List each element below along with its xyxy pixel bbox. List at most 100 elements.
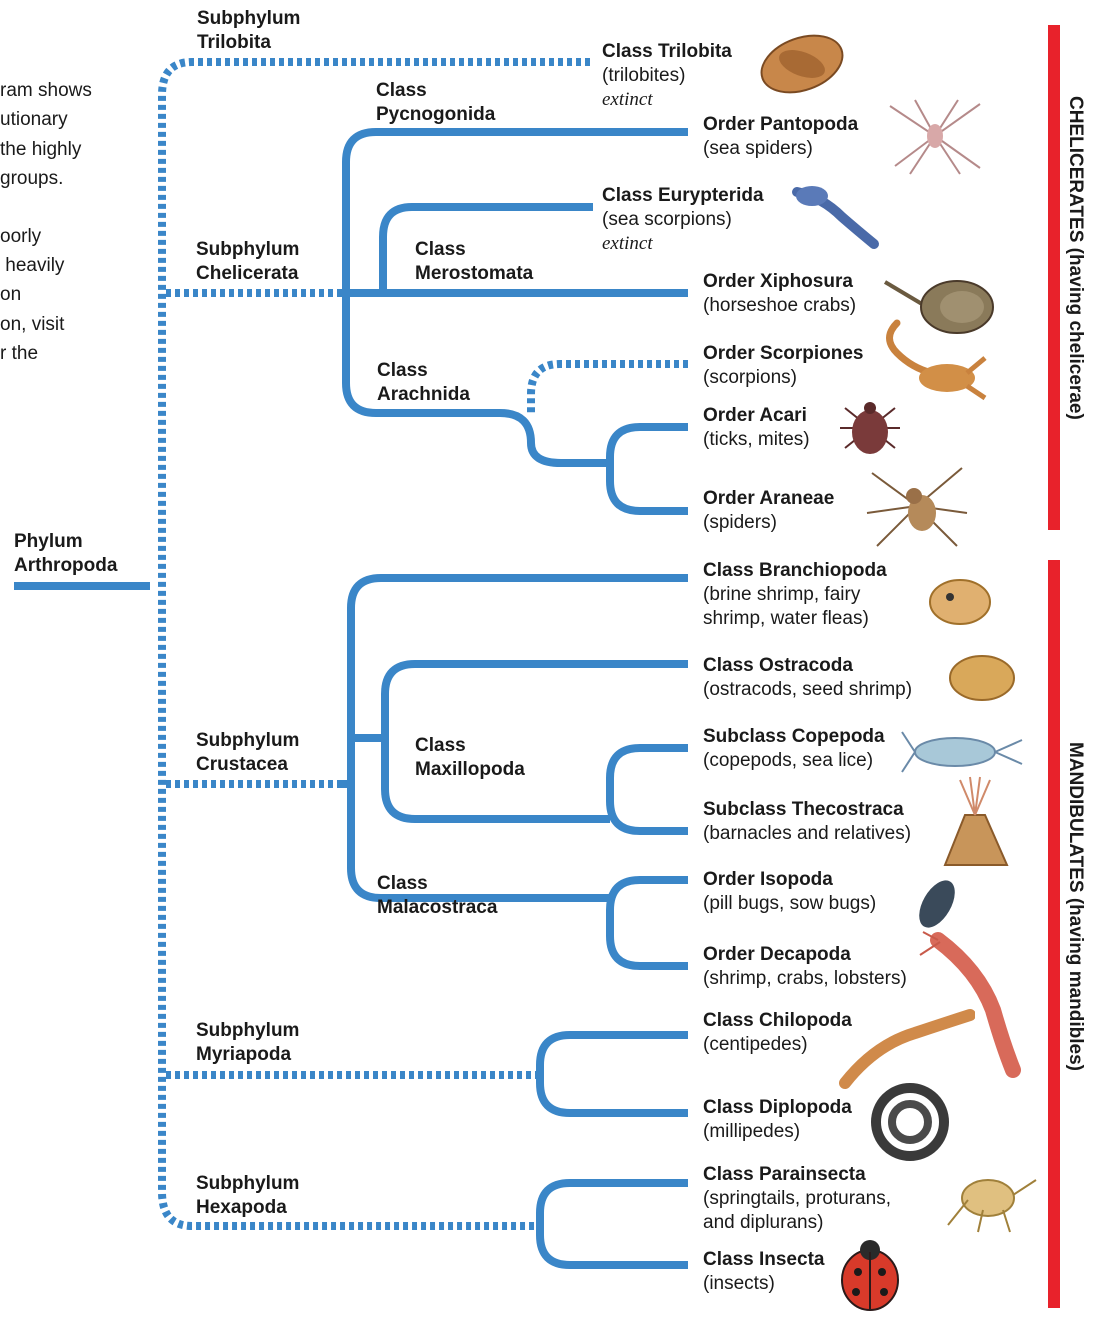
leaf-ostracoda: Class Ostracoda (ostracods, seed shrimp) [703,654,912,702]
leaf-thecostraca: Subclass Thecostraca (barnacles and rela… [703,798,911,846]
myriapoda-bracket [540,1035,688,1113]
leaf-common-name: (brine shrimp, fairy [703,583,887,607]
intro-line: utionary [0,105,68,135]
subphylum-title: Subphylum [196,238,299,262]
chelicerates-bracket-bar [1048,25,1060,530]
leaf-chilopoda: Class Chilopoda (centipedes) [703,1009,852,1057]
subphylum-chelicerata: Subphylum Chelicerata [196,238,299,286]
leaf-common-name: (sea spiders) [703,137,858,161]
class-name: Malacostraca [377,896,497,920]
intro-paragraph: ram shows utionary the highly groups. oo… [0,76,120,376]
leaf-name: Order Xiphosura [703,270,856,294]
leaf-common-name: (horseshoe crabs) [703,294,856,318]
leaf-decapoda: Order Decapoda (shrimp, crabs, lobsters) [703,943,907,991]
leaf-name: Class Trilobita [602,40,732,64]
subphylum-title: Subphylum [196,1172,299,1196]
extinct-note: extinct [602,232,764,256]
leaf-common-name: (centipedes) [703,1033,852,1057]
leaf-name: Order Decapoda [703,943,907,967]
subphylum-crustacea: Subphylum Crustacea [196,729,299,777]
chelicerata-bracket [346,132,688,463]
leaf-common-name: (millipedes) [703,1120,852,1144]
subphylum-title: Subphylum [196,1019,299,1043]
leaf-name: Class Insecta [703,1248,824,1272]
intro-line: on, visit [0,310,64,340]
pill-bug-illustration [910,874,965,934]
leaf-common-name: (ostracods, seed shrimp) [703,678,912,702]
subphylum-name: Trilobita [197,31,300,55]
sea-scorpion-illustration [782,172,882,252]
class-maxillopoda: Class Maxillopoda [415,734,525,782]
millipede-illustration [868,1080,953,1165]
class-name: Arachnida [377,383,470,407]
intro-line: r the [0,339,38,369]
subphylum-name: Myriapoda [196,1043,299,1067]
chelicerates-bracket-label: CHELICERATES (having chelicerae) [1064,96,1086,420]
subphylum-name: Crustacea [196,753,299,777]
class-title: Class [377,359,470,383]
leaf-name: Class Branchiopoda [703,559,887,583]
springtail-illustration [938,1160,1038,1235]
class-title: Class [376,79,495,103]
leaf-common-name: (spiders) [703,511,834,535]
subphylum-myriapoda: Subphylum Myriapoda [196,1019,299,1067]
subphylum-title: Subphylum [197,7,300,31]
hexapoda-bracket [540,1183,688,1265]
class-title: Class [415,238,533,262]
mandibulates-bracket-bar [1048,560,1060,1308]
subphylum-hexapoda: Subphylum Hexapoda [196,1172,299,1220]
leaf-common-name: (springtails, proturans, [703,1187,891,1211]
root-title: Phylum [14,530,117,554]
class-name: Pycnogonida [376,103,495,127]
trilobite-illustration [752,24,852,104]
ladybug-illustration [830,1232,910,1317]
leaf-araneae: Order Araneae (spiders) [703,487,834,535]
intro-line: on [0,280,21,310]
root-name: Arthropoda [14,554,117,578]
root-label: Phylum Arthropoda [14,530,117,578]
mandibulates-bracket-label: MANDIBULATES (having mandibles) [1064,742,1086,1071]
leaf-branchiopoda: Class Branchiopoda (brine shrimp, fairy … [703,559,887,631]
leaf-name: Class Ostracoda [703,654,912,678]
leaf-common-name: (sea scorpions) [602,208,764,232]
leaf-trilobita: Class Trilobita (trilobites) extinct [602,40,732,112]
leaf-common-name: (scorpions) [703,366,864,390]
class-name: Maxillopoda [415,758,525,782]
class-title: Class [415,734,525,758]
leaf-common-name: (trilobites) [602,64,732,88]
leaf-common-name: (barnacles and relatives) [703,822,911,846]
extinct-note: extinct [602,88,732,112]
subphylum-name: Hexapoda [196,1196,299,1220]
ostracod-illustration [945,650,1020,705]
sea-spider-illustration [880,96,990,176]
leaf-name: Subclass Copepoda [703,725,885,749]
intro-line: groups. [0,164,63,194]
tick-illustration [835,388,905,468]
centipede-illustration [835,1005,975,1090]
leaf-name: Order Araneae [703,487,834,511]
leaf-name: Class Chilopoda [703,1009,852,1033]
intro-line: ram shows [0,76,92,106]
class-malacostraca: Class Malacostraca [377,872,497,920]
leaf-xiphosura: Order Xiphosura (horseshoe crabs) [703,270,856,318]
leaf-common-name: (shrimp, crabs, lobsters) [703,967,907,991]
intro-line: the highly [0,135,81,165]
subphylum-name: Chelicerata [196,262,299,286]
intro-line: oorly [0,222,41,252]
class-arachnida: Class Arachnida [377,359,470,407]
barnacle-illustration [935,775,1015,870]
scorpiones-dotted [531,364,688,413]
leaf-diplopoda: Class Diplopoda (millipedes) [703,1096,852,1144]
leaf-name: Order Pantopoda [703,113,858,137]
subphylum-trilobita: Subphylum Trilobita [197,7,300,55]
class-merostomata: Class Merostomata [415,238,533,286]
brine-shrimp-illustration [915,562,1005,642]
leaf-name: Order Isopoda [703,868,876,892]
leaf-isopoda: Order Isopoda (pill bugs, sow bugs) [703,868,876,916]
copepoda-thecostraca-bracket [610,748,688,831]
subphylum-title: Subphylum [196,729,299,753]
acari-araneae-bracket [610,427,688,511]
leaf-name: Order Scorpiones [703,342,864,366]
leaf-name: Class Eurypterida [602,184,764,208]
leaf-eurypterida: Class Eurypterida (sea scorpions) extinc… [602,184,764,256]
